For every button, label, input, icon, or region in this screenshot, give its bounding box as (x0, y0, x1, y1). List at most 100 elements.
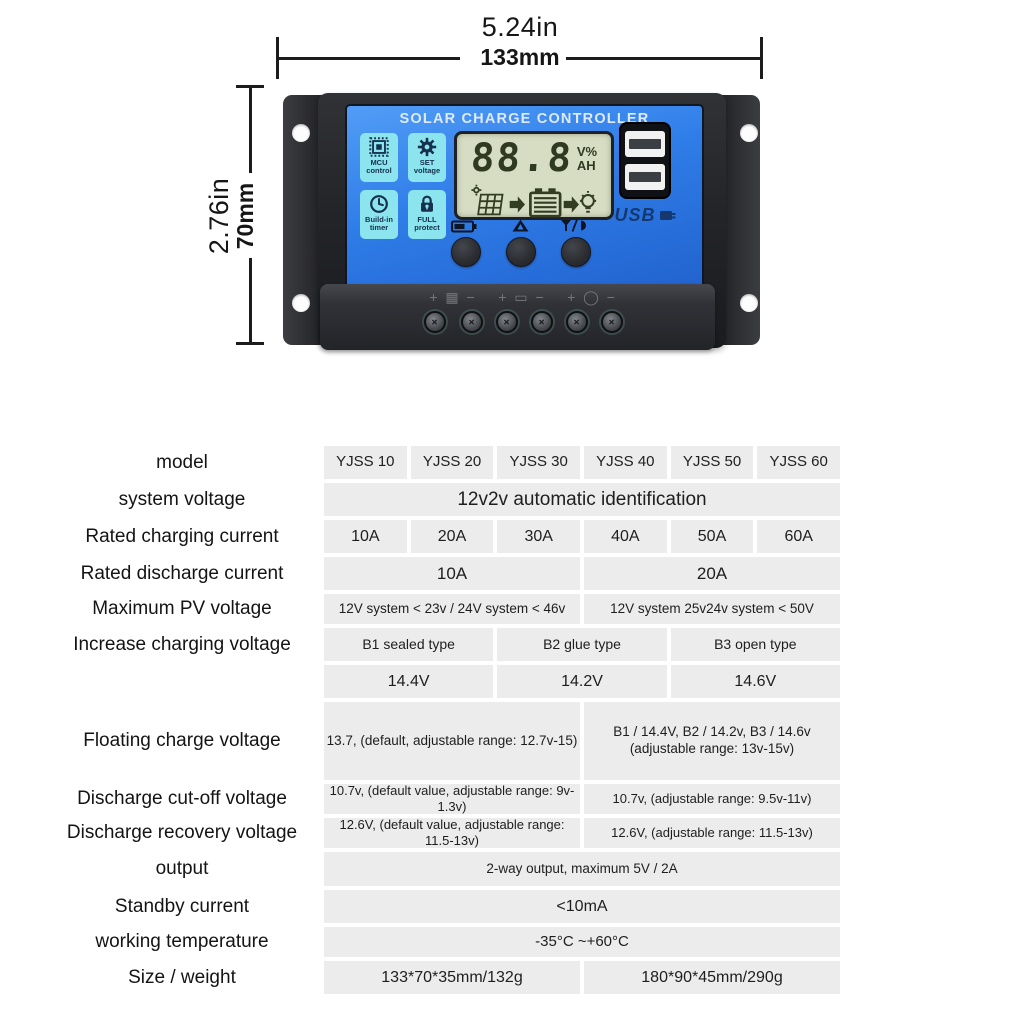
lock-icon (421, 195, 433, 212)
table-cell: 12V system < 23v / 24V system < 46v (324, 594, 580, 624)
table-cell: 20A (584, 557, 840, 590)
lcd-display: 88.8 V% AH (454, 131, 614, 220)
row-label: Rated charging current (85, 525, 279, 547)
terminal-screw: + (601, 311, 623, 333)
table-cell: 13.7, (default, adjustable range: 12.7v-… (324, 702, 580, 780)
badge-label: FULL protect (414, 215, 440, 232)
table-cell: 133*70*35mm/132g (324, 961, 580, 994)
dimension-line (277, 57, 460, 60)
lcd-unit-volts-percent: V% (576, 144, 598, 159)
terminal-screw: + (566, 311, 588, 333)
terminal-label-battery: + ▭ − (498, 289, 546, 305)
dimension-line (249, 87, 252, 173)
terminal-screw: + (424, 311, 446, 333)
chip-icon (369, 137, 389, 157)
badge-label: MCU control (366, 158, 392, 175)
screw-hole (740, 124, 758, 142)
table-cell: 10.7v, (adjustable range: 9.5v-11v) (584, 784, 840, 814)
table-row: Floating charge voltage 13.7, (default, a… (40, 702, 840, 780)
menu-up-button (506, 237, 536, 267)
row-label: output (155, 858, 209, 879)
table-cell: 12v2v automatic identification (324, 483, 840, 516)
up-arrow-icon (512, 219, 529, 232)
clock-icon (370, 195, 388, 213)
table-cell: 14.2V (497, 665, 667, 698)
row-label: Size / weight (128, 966, 236, 988)
terminal-screw: + (461, 311, 483, 333)
load-mode-button (561, 237, 591, 267)
solar-charge-controller-photo: SOLAR CHARGE CONTROLLER MCU control (278, 88, 764, 352)
screw-hole (292, 294, 310, 312)
table-cell: 14.4V (324, 665, 494, 698)
terminal-block: + ▦ − + ▭ − + ◯ − ++++++ (320, 284, 715, 350)
table-cell: 10.7v, (default value, adjustable range:… (324, 783, 580, 814)
lcd-readout: 88.8 V% AH (463, 136, 605, 182)
table-cell: 30A (497, 520, 581, 553)
height-dimension: 2.76in 70mm (204, 131, 260, 301)
table-cell: 180*90*45mm/290g (584, 961, 840, 994)
row-label: Discharge cut-off voltage (77, 788, 287, 809)
table-cell: <10mA (324, 890, 840, 923)
table-cell: B1 / 14.4V, B2 / 14.2v, B3 / 14.6v (adju… (584, 702, 840, 780)
table-cell: YJSS 40 (584, 446, 667, 479)
table-cell: 12.6V, (adjustable range: 11.5-13v) (584, 818, 840, 848)
lamp-mode-icon (561, 219, 586, 232)
height-dimension-mm: 70mm (232, 182, 258, 250)
table-cell: 10A (324, 520, 407, 553)
terminal-label-load: + ◯ − (567, 289, 617, 305)
usb-port-bottom (625, 164, 665, 190)
badge-build-in-timer: Build-in timer (360, 190, 398, 239)
table-cell: 50A (670, 520, 754, 553)
lcd-units: V% AH (577, 145, 597, 173)
height-dimension-inches: 2.76in (204, 177, 234, 255)
dimension-tick (236, 85, 264, 88)
row-label: Increase charging voltage (73, 633, 291, 655)
table-cell: 20A (410, 520, 494, 553)
table-cell: 60A (757, 520, 841, 553)
table-cell: 12V system 25v24v system < 50V (584, 594, 840, 624)
usb-tongue (629, 139, 661, 149)
gear-icon (417, 137, 437, 157)
table-cell: 10A (324, 557, 580, 590)
battery-icon (529, 188, 562, 218)
usb-logo-text: USB (614, 205, 656, 225)
row-label: model (156, 451, 208, 473)
dimension-line (249, 258, 252, 344)
row-label: Maximum PV voltage (92, 598, 272, 619)
arrow-right-icon (563, 196, 579, 213)
arrow-right-icon (509, 196, 525, 213)
row-label: Floating charge voltage (83, 730, 281, 751)
table-row: Maximum PV voltage 12V system < 23v / 24V… (40, 594, 840, 624)
table-row: working temperature-35°C ~+60°C (40, 927, 840, 957)
dimension-tick (276, 37, 279, 79)
table-cell: YJSS 30 (497, 446, 581, 479)
badge-mcu-control: MCU control (360, 133, 398, 182)
terminal-screw: + (496, 311, 518, 333)
badge-label: Build-in timer (365, 215, 393, 232)
dimension-tick (760, 37, 763, 79)
table-cell: YJSS 60 (757, 446, 841, 479)
table-cell: B1 sealed type (324, 628, 494, 661)
width-dimension-inches: 5.24in (481, 12, 559, 42)
terminal-label-solar: + ▦ − (429, 289, 477, 305)
controller-front-panel: SOLAR CHARGE CONTROLLER MCU control (345, 104, 704, 288)
table-cell: -35°C ~+60°C (324, 927, 840, 957)
usb-logo: USB (613, 205, 677, 226)
screw-hole (292, 124, 310, 142)
table-cell: B2 glue type (497, 628, 667, 661)
battery-indicator-icon (451, 220, 477, 233)
table-cell: 14.6V (670, 665, 840, 698)
width-dimension-mm: 133mm (480, 44, 560, 70)
table-cell: YJSS 50 (670, 446, 754, 479)
bulb-icon (579, 191, 597, 213)
badge-label: SET voltage (413, 158, 441, 175)
